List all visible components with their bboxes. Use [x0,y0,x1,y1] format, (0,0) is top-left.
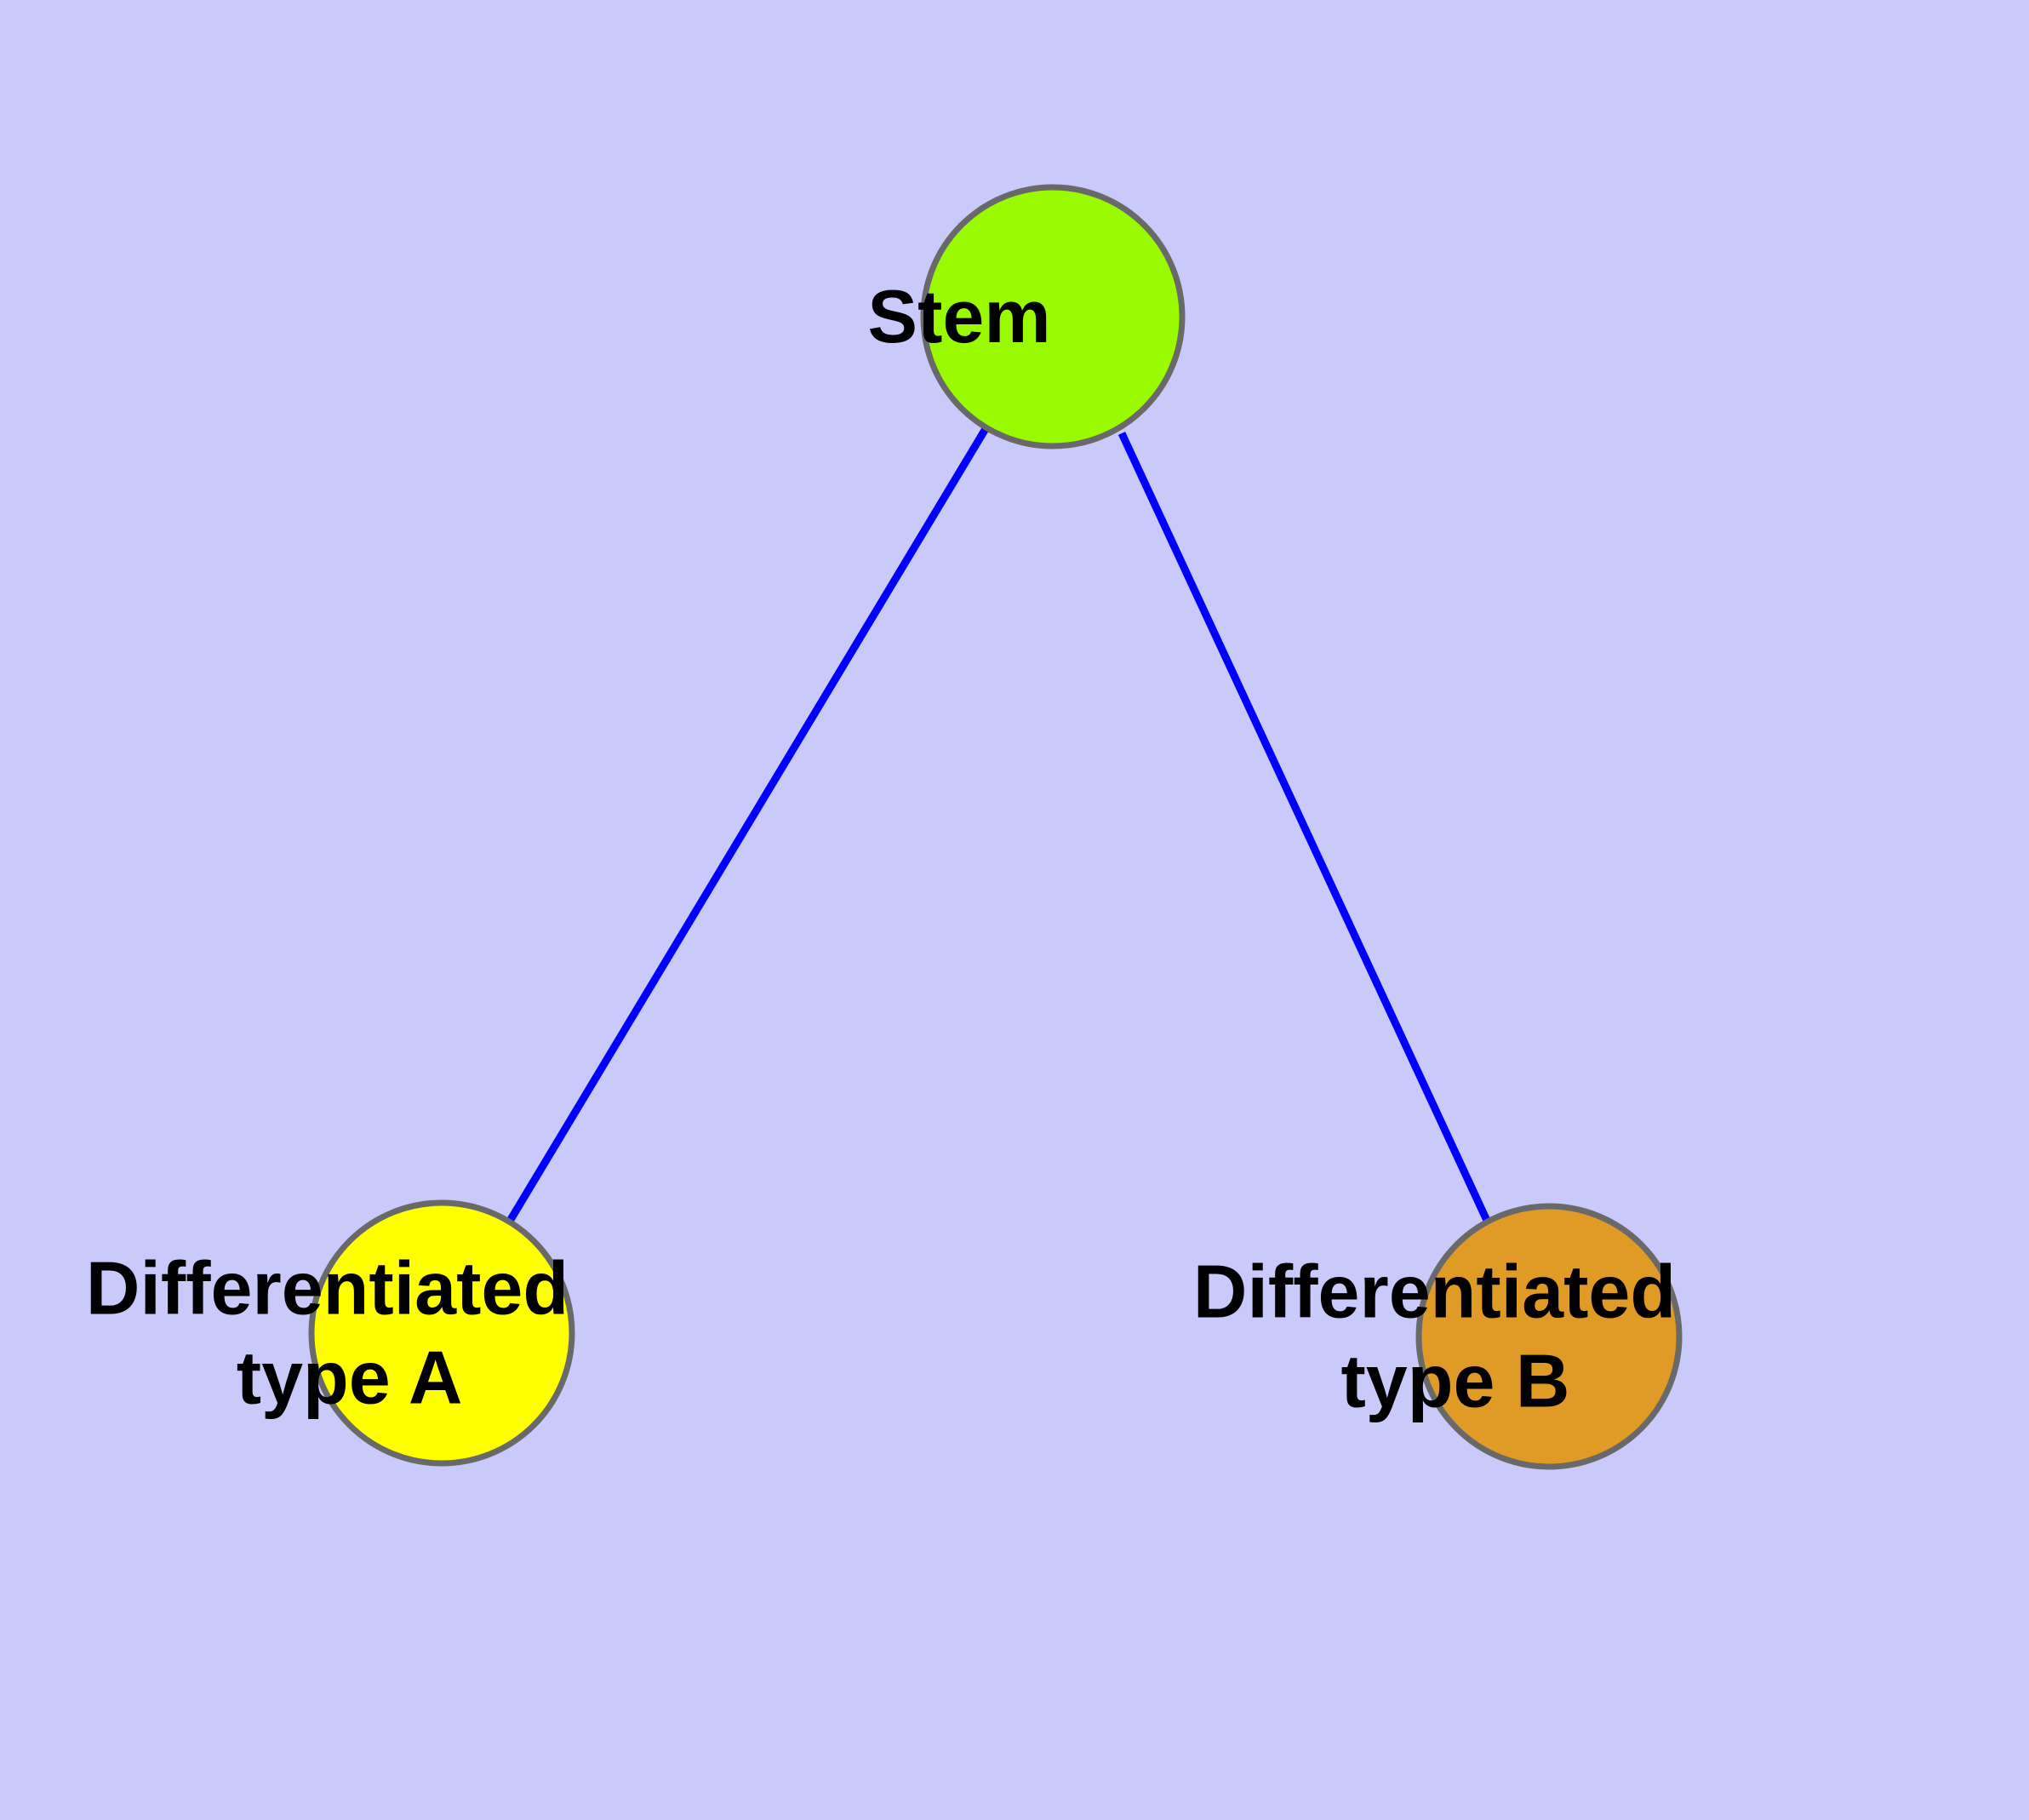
edge-stem-to-differentiated-type-b[interactable] [1117,432,1493,1226]
edges-layer [506,425,1493,1226]
node-differentiated-type-b-label-line-2: type B [1341,1338,1570,1422]
node-stem[interactable]: Stem [867,184,1237,449]
node-stem-label-line-1: Stem [867,274,1050,358]
node-stem-circle[interactable] [920,184,1186,449]
node-differentiated-type-a-circle[interactable] [308,1199,575,1467]
node-stem-label: Stem [867,274,1237,358]
edge-stem-to-differentiated-type-a[interactable] [506,425,990,1225]
node-differentiated-type-b[interactable]: Differentiated type B [1193,1203,1905,1470]
node-differentiated-type-b-label: Differentiated type B [1193,1249,1905,1422]
nodes-layer: Stem Differentiated type A Differentiate… [86,184,1905,1470]
node-differentiated-type-a-label: Differentiated type A [86,1245,797,1419]
node-differentiated-type-a-label-line-2: type A [237,1335,461,1419]
node-differentiated-type-a[interactable]: Differentiated type A [86,1199,797,1467]
node-differentiated-type-a-label-line-1: Differentiated [86,1245,569,1330]
node-differentiated-type-b-circle[interactable] [1415,1203,1683,1470]
node-differentiated-type-b-label-line-1: Differentiated [1193,1249,1676,1333]
